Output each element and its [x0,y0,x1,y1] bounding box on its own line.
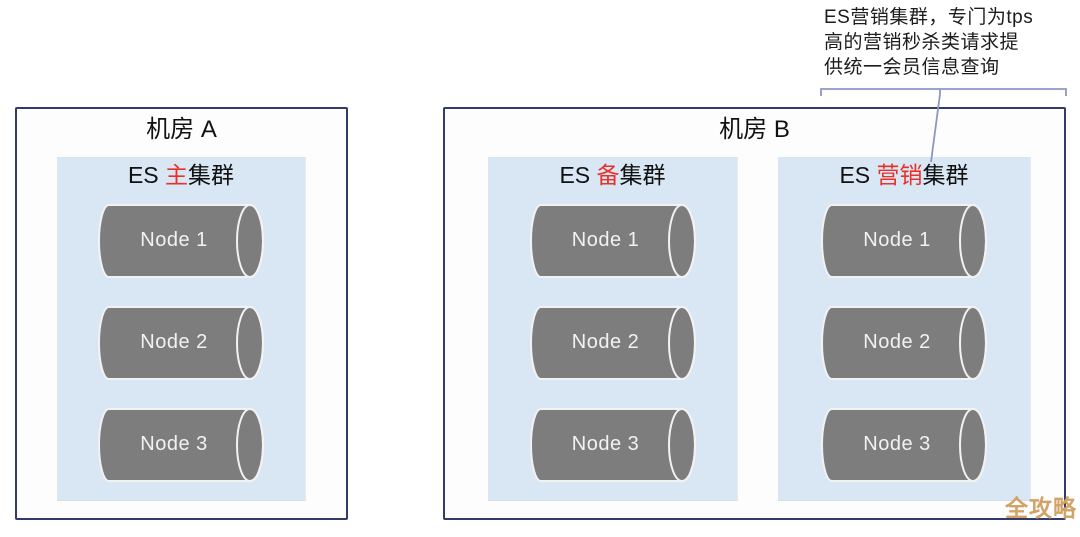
annotation-note: ES营销集群，专门为tps 高的营销秒杀类请求提 供统一会员信息查询 [824,5,1069,80]
room-b-title: 机房 B [719,116,790,143]
cylinder-icon [821,408,987,482]
room-a-title: 机房 A [146,116,217,143]
node-label: Node 1 [863,228,931,251]
node-label: Node 2 [863,330,931,353]
cluster-title-highlight: 备 [596,162,620,188]
cluster-title-highlight: 营销 [876,162,923,188]
node-list: Node 1 Node 2 Node 3 [778,203,1030,483]
cluster-title: ES 主集群 [57,162,305,188]
cylinder-icon [98,306,264,380]
watermark: 全攻略 [1005,495,1077,521]
node-label: Node 1 [571,228,640,251]
cluster-panel-es-marketing: ES 营销集群 Node 1 Node 2 Node 3 [778,157,1031,501]
node-cylinder: Node 1 [820,203,988,279]
node-cylinder: Node 3 [820,407,988,483]
cylinder-icon [98,204,264,278]
cylinder-icon [529,204,696,278]
cylinder-icon [529,306,696,380]
node-cylinder: Node 2 [97,305,265,381]
cluster-title-prefix: ES [127,162,166,188]
node-cylinder: Node 1 [529,203,697,279]
cluster-panel-es-backup: ES 备集群 Node 1 Node 2 Node 3 [488,157,738,501]
cylinder-icon [98,408,264,482]
annotation-line: 供统一会员信息查询 [824,57,1000,78]
node-cylinder: Node 1 [97,203,265,279]
node-label: Node 3 [863,432,931,455]
cluster-title-suffix: 集群 [922,162,969,188]
node-list: Node 1 Node 2 Node 3 [488,203,737,483]
cluster-title-suffix: 集群 [188,162,235,188]
annotation-line: 高的营销秒杀类请求提 [824,32,1020,53]
annotation-line: ES营销集群，专门为tps [824,7,1034,28]
node-label: Node 2 [140,330,208,353]
cylinder-icon [821,306,987,380]
node-label: Node 3 [571,432,640,455]
cylinder-icon [529,408,696,482]
node-cylinder: Node 3 [529,407,697,483]
cluster-title: ES 备集群 [488,162,737,188]
cluster-title-highlight: 主 [165,162,189,188]
node-cylinder: Node 2 [529,305,697,381]
node-list: Node 1 Node 2 Node 3 [57,203,305,483]
node-label: Node 3 [140,432,208,455]
cylinder-icon [821,204,987,278]
cluster-title: ES 营销集群 [778,162,1030,188]
cluster-title-prefix: ES [559,162,597,188]
node-cylinder: Node 2 [820,305,988,381]
cluster-title-suffix: 集群 [619,162,666,188]
node-label: Node 2 [571,330,640,353]
cluster-panel-es-primary: ES 主集群 Node 1 Node 2 Node 3 [57,157,306,501]
callout-bracket-and-leader-line [820,88,1067,163]
node-cylinder: Node 3 [97,407,265,483]
node-label: Node 1 [140,228,208,251]
cluster-title-prefix: ES [839,162,877,188]
